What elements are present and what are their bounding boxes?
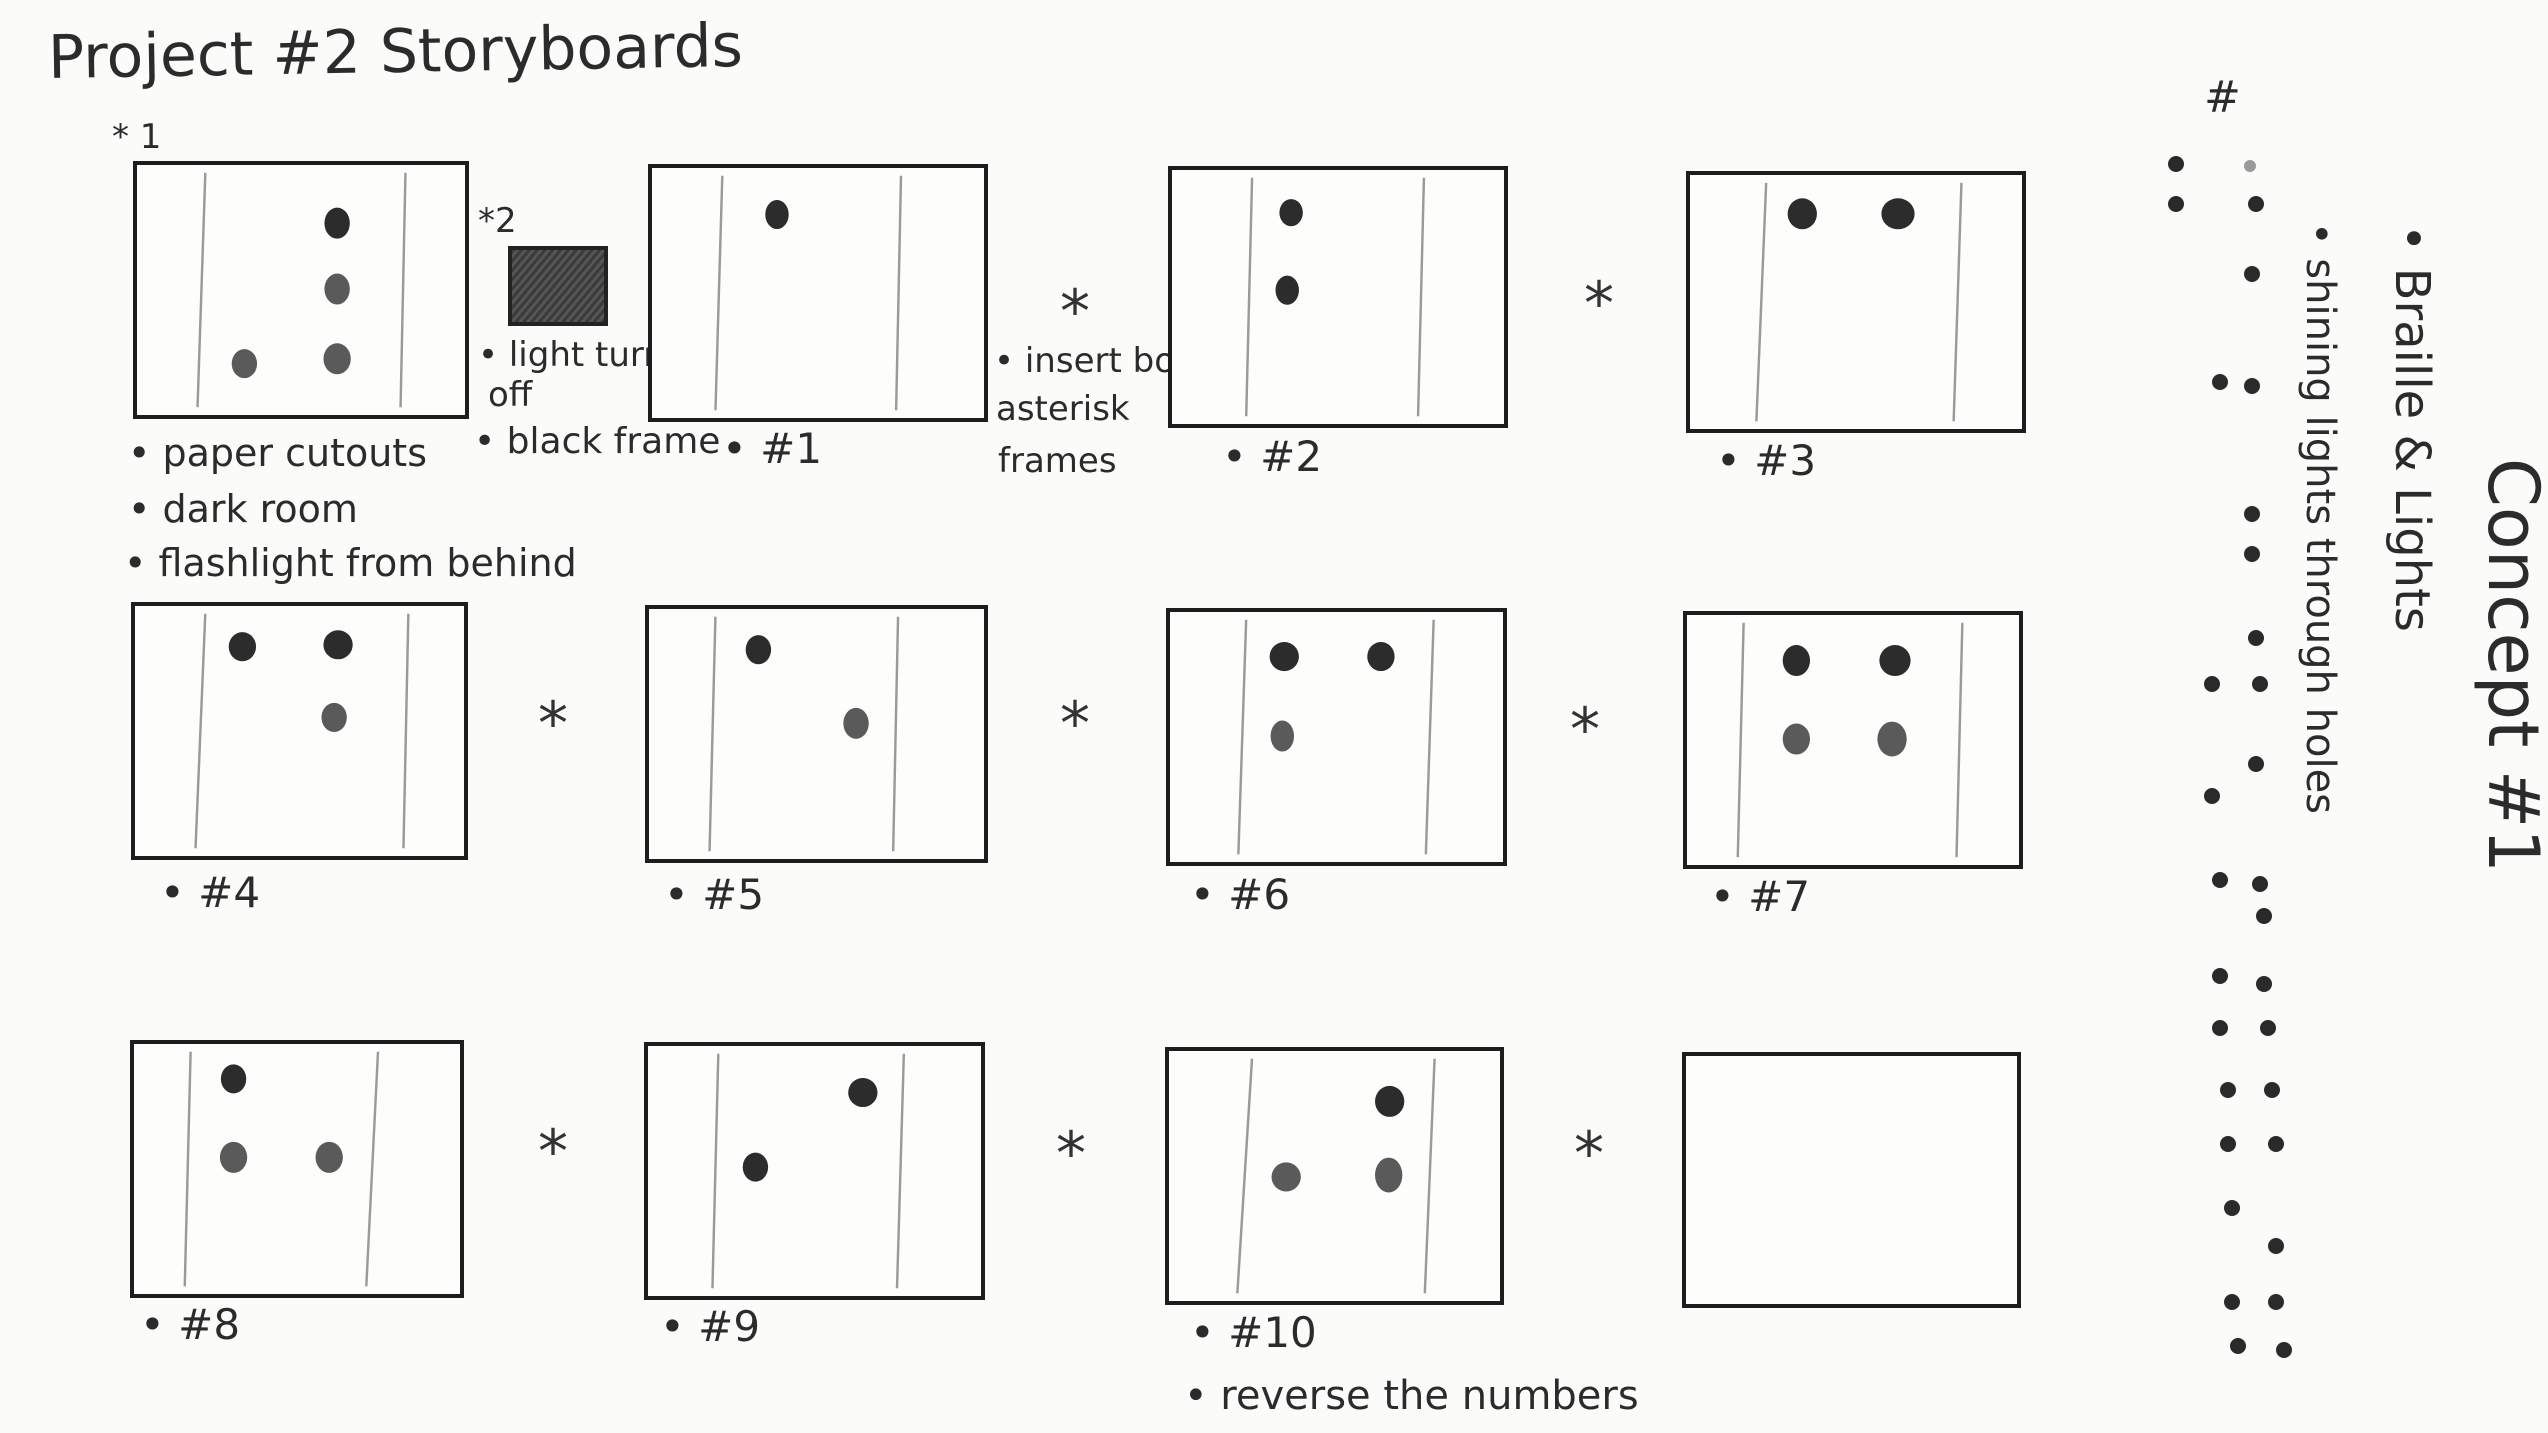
page-title: Project #2 Storyboards (47, 10, 744, 94)
storyboard-frame-8 (130, 1040, 464, 1298)
asterisk-marker: * (1584, 269, 1614, 339)
frame-label-5: • #5 (664, 870, 765, 919)
note-paper-cutouts: • paper cutouts (128, 431, 428, 475)
asterisk-marker: * (1056, 1119, 1086, 1189)
storyboard-frame-3 (1686, 171, 2026, 433)
note-flashlight: • flashlight from behind (124, 541, 577, 585)
storyboard-frame-7 (1683, 611, 2023, 869)
frame-label-6: • #6 (1190, 870, 1291, 919)
note-black-frame: • black frame (474, 421, 721, 462)
storyboard-frame-6 (1166, 608, 1507, 866)
asterisk-marker: * (1060, 277, 1090, 347)
storyboard-frame-1 (648, 164, 988, 422)
asterisk-marker: * (538, 1117, 568, 1187)
asterisk-marker: * (1570, 695, 1600, 765)
note-dark-room: • dark room (128, 487, 358, 531)
asterisk-marker: * (1574, 1119, 1604, 1189)
frame-label-7: • #7 (1710, 872, 1811, 921)
storyboard-frame-blank (1682, 1052, 2021, 1308)
concept-title: Concept #1 (2472, 458, 2548, 873)
note-reverse-numbers: • reverse the numbers (1184, 1373, 1639, 1419)
frame-label-8: • #8 (140, 1300, 241, 1349)
concept-hash: # (2204, 72, 2241, 123)
frame-marker-star-1: * 1 (112, 117, 162, 157)
frame-label-3: • #3 (1716, 436, 1817, 485)
frame-label-9: • #9 (660, 1302, 761, 1351)
frame-marker-star-2: *2 (478, 201, 517, 241)
storyboard-frame-10 (1165, 1047, 1504, 1305)
concept-braille-lights: • Braille & Lights (2384, 224, 2440, 632)
concept-shining-lights: • shining lights through holes (2297, 222, 2343, 815)
note-off: off (488, 375, 533, 415)
frame-label-2: • #2 (1222, 432, 1323, 481)
storyboard-frame-2 (1168, 166, 1508, 428)
note-frames-word: frames (998, 441, 1117, 481)
asterisk-marker: * (538, 689, 568, 759)
storyboard-frame-4 (131, 602, 468, 860)
frame-label-4: • #4 (160, 868, 261, 917)
storyboard-frame-opening (133, 161, 469, 419)
asterisk-marker: * (1060, 689, 1090, 759)
frame-label-10: • #10 (1190, 1308, 1317, 1357)
storyboard-frame-5 (645, 605, 988, 863)
black-frame-sketch (508, 246, 608, 326)
storyboard-frame-9 (644, 1042, 985, 1300)
note-asterisk-word: asterisk (996, 389, 1130, 429)
frame-label-1: • #1 (722, 424, 823, 473)
